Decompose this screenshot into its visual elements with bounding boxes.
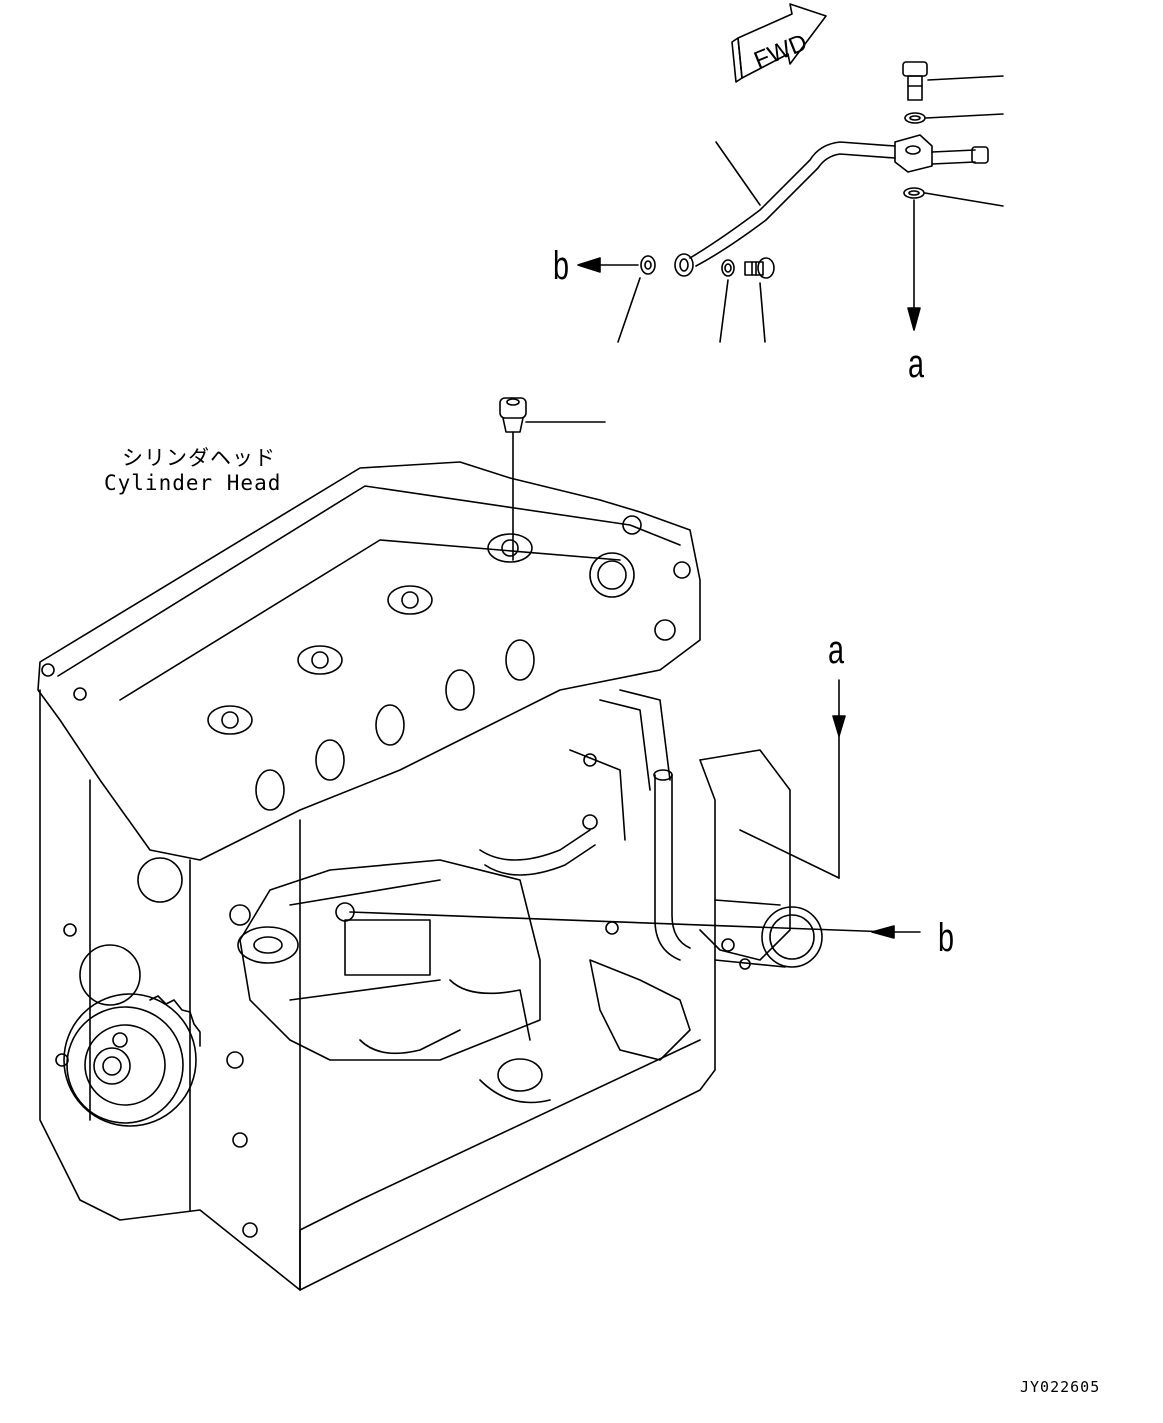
cylinder-head-label-jp: シリンダヘッド [122, 446, 276, 470]
arrow-to-b-top [578, 258, 638, 272]
fwd-arrow-label: FWD [750, 29, 811, 75]
leader-b-engine [350, 912, 920, 938]
washer-lower [904, 188, 1003, 206]
cylinder-head-label-en: Cylinder Head [104, 471, 282, 495]
drawing-code: JY022605 [1020, 1378, 1101, 1396]
washer-left [618, 256, 655, 342]
small-bolt [745, 258, 774, 342]
washer-mid [720, 260, 734, 342]
arrow-to-a-top [908, 200, 920, 330]
leader-a-engine [740, 680, 845, 878]
callout-a-top: a [908, 342, 925, 386]
washer-upper [905, 113, 1003, 123]
fwd-arrow-icon: FWD [732, 4, 826, 82]
callout-b-top: b [553, 244, 570, 288]
engine-block [38, 462, 822, 1290]
callout-b-engine: b [938, 916, 955, 960]
banjo-bolt [903, 62, 1003, 100]
oil-tube [675, 135, 988, 276]
rubber-plug [500, 398, 605, 560]
callout-a-engine: a [828, 628, 845, 672]
